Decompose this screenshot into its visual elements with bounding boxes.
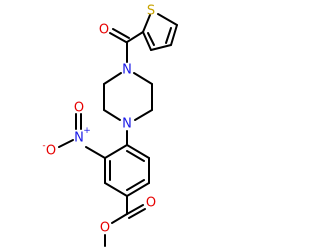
- bond-benzene-nitro: [85, 146, 106, 159]
- atom-oxygen-ester-single: O: [100, 221, 110, 236]
- bond-carbonyl-o-a: [109, 32, 127, 43]
- bond-benzene-c4-c5: [126, 182, 150, 197]
- bond-thiophene-c5-c4-inner: [165, 27, 172, 44]
- bond-pip-c6-n1: [103, 72, 122, 85]
- atom-nitrogen-piperazine-top: N: [122, 63, 132, 78]
- bond-benzene-c4-c5-inner: [126, 179, 145, 191]
- bond-thiophene-c3-c2: [142, 31, 152, 51]
- bond-ester-o-single: [111, 213, 128, 224]
- bond-thiophene-c2-s: [142, 14, 151, 33]
- bond-thiophene-s-c5: [157, 13, 178, 26]
- bond-benzene-c6-c1: [126, 144, 150, 159]
- atom-oxygen-carbonyl: O: [99, 23, 109, 38]
- bonds: [58, 13, 178, 247]
- bond-ester-o-double-a: [126, 204, 144, 215]
- atom-oxygen-ester-double: O: [146, 196, 156, 211]
- bond-benzene-c6-c1-inner: [126, 150, 145, 162]
- charge-nitro-minus: -: [42, 141, 45, 151]
- bond-benzene-c1-c2: [104, 144, 128, 159]
- bond-thiophene-c4-c3: [150, 44, 172, 51]
- bond-benzene-c3-c4: [104, 182, 128, 197]
- atom-nitrogen-piperazine-bottom: N: [122, 117, 132, 132]
- bond-thiophene-carbonyl: [126, 31, 144, 43]
- bond-pip-n1-c2: [133, 72, 153, 85]
- charge-nitro-plus: +: [83, 126, 91, 136]
- bond-pip-n4-c5: [103, 109, 121, 121]
- molecule-structure: S O N N N + O - O O O: [42, 4, 178, 247]
- atom-sulfur: S: [147, 4, 155, 19]
- bond-thiophene-c3-c2-inner: [147, 32, 155, 46]
- bond-pip-c3-n4: [134, 109, 153, 121]
- bond-ester-o-double-b: [128, 208, 146, 219]
- bond-nitro-o-minus: [58, 139, 74, 148]
- atom-oxygen-nitro-minus: O: [46, 144, 56, 159]
- bond-thiophene-c5-c4: [170, 24, 178, 46]
- atom-nitrogen-nitro: N: [74, 131, 84, 146]
- atom-oxygen-nitro-double: O: [74, 101, 84, 116]
- bond-carbonyl-o-b: [112, 28, 130, 39]
- atom-labels: S O N N N + O - O O O: [42, 4, 156, 236]
